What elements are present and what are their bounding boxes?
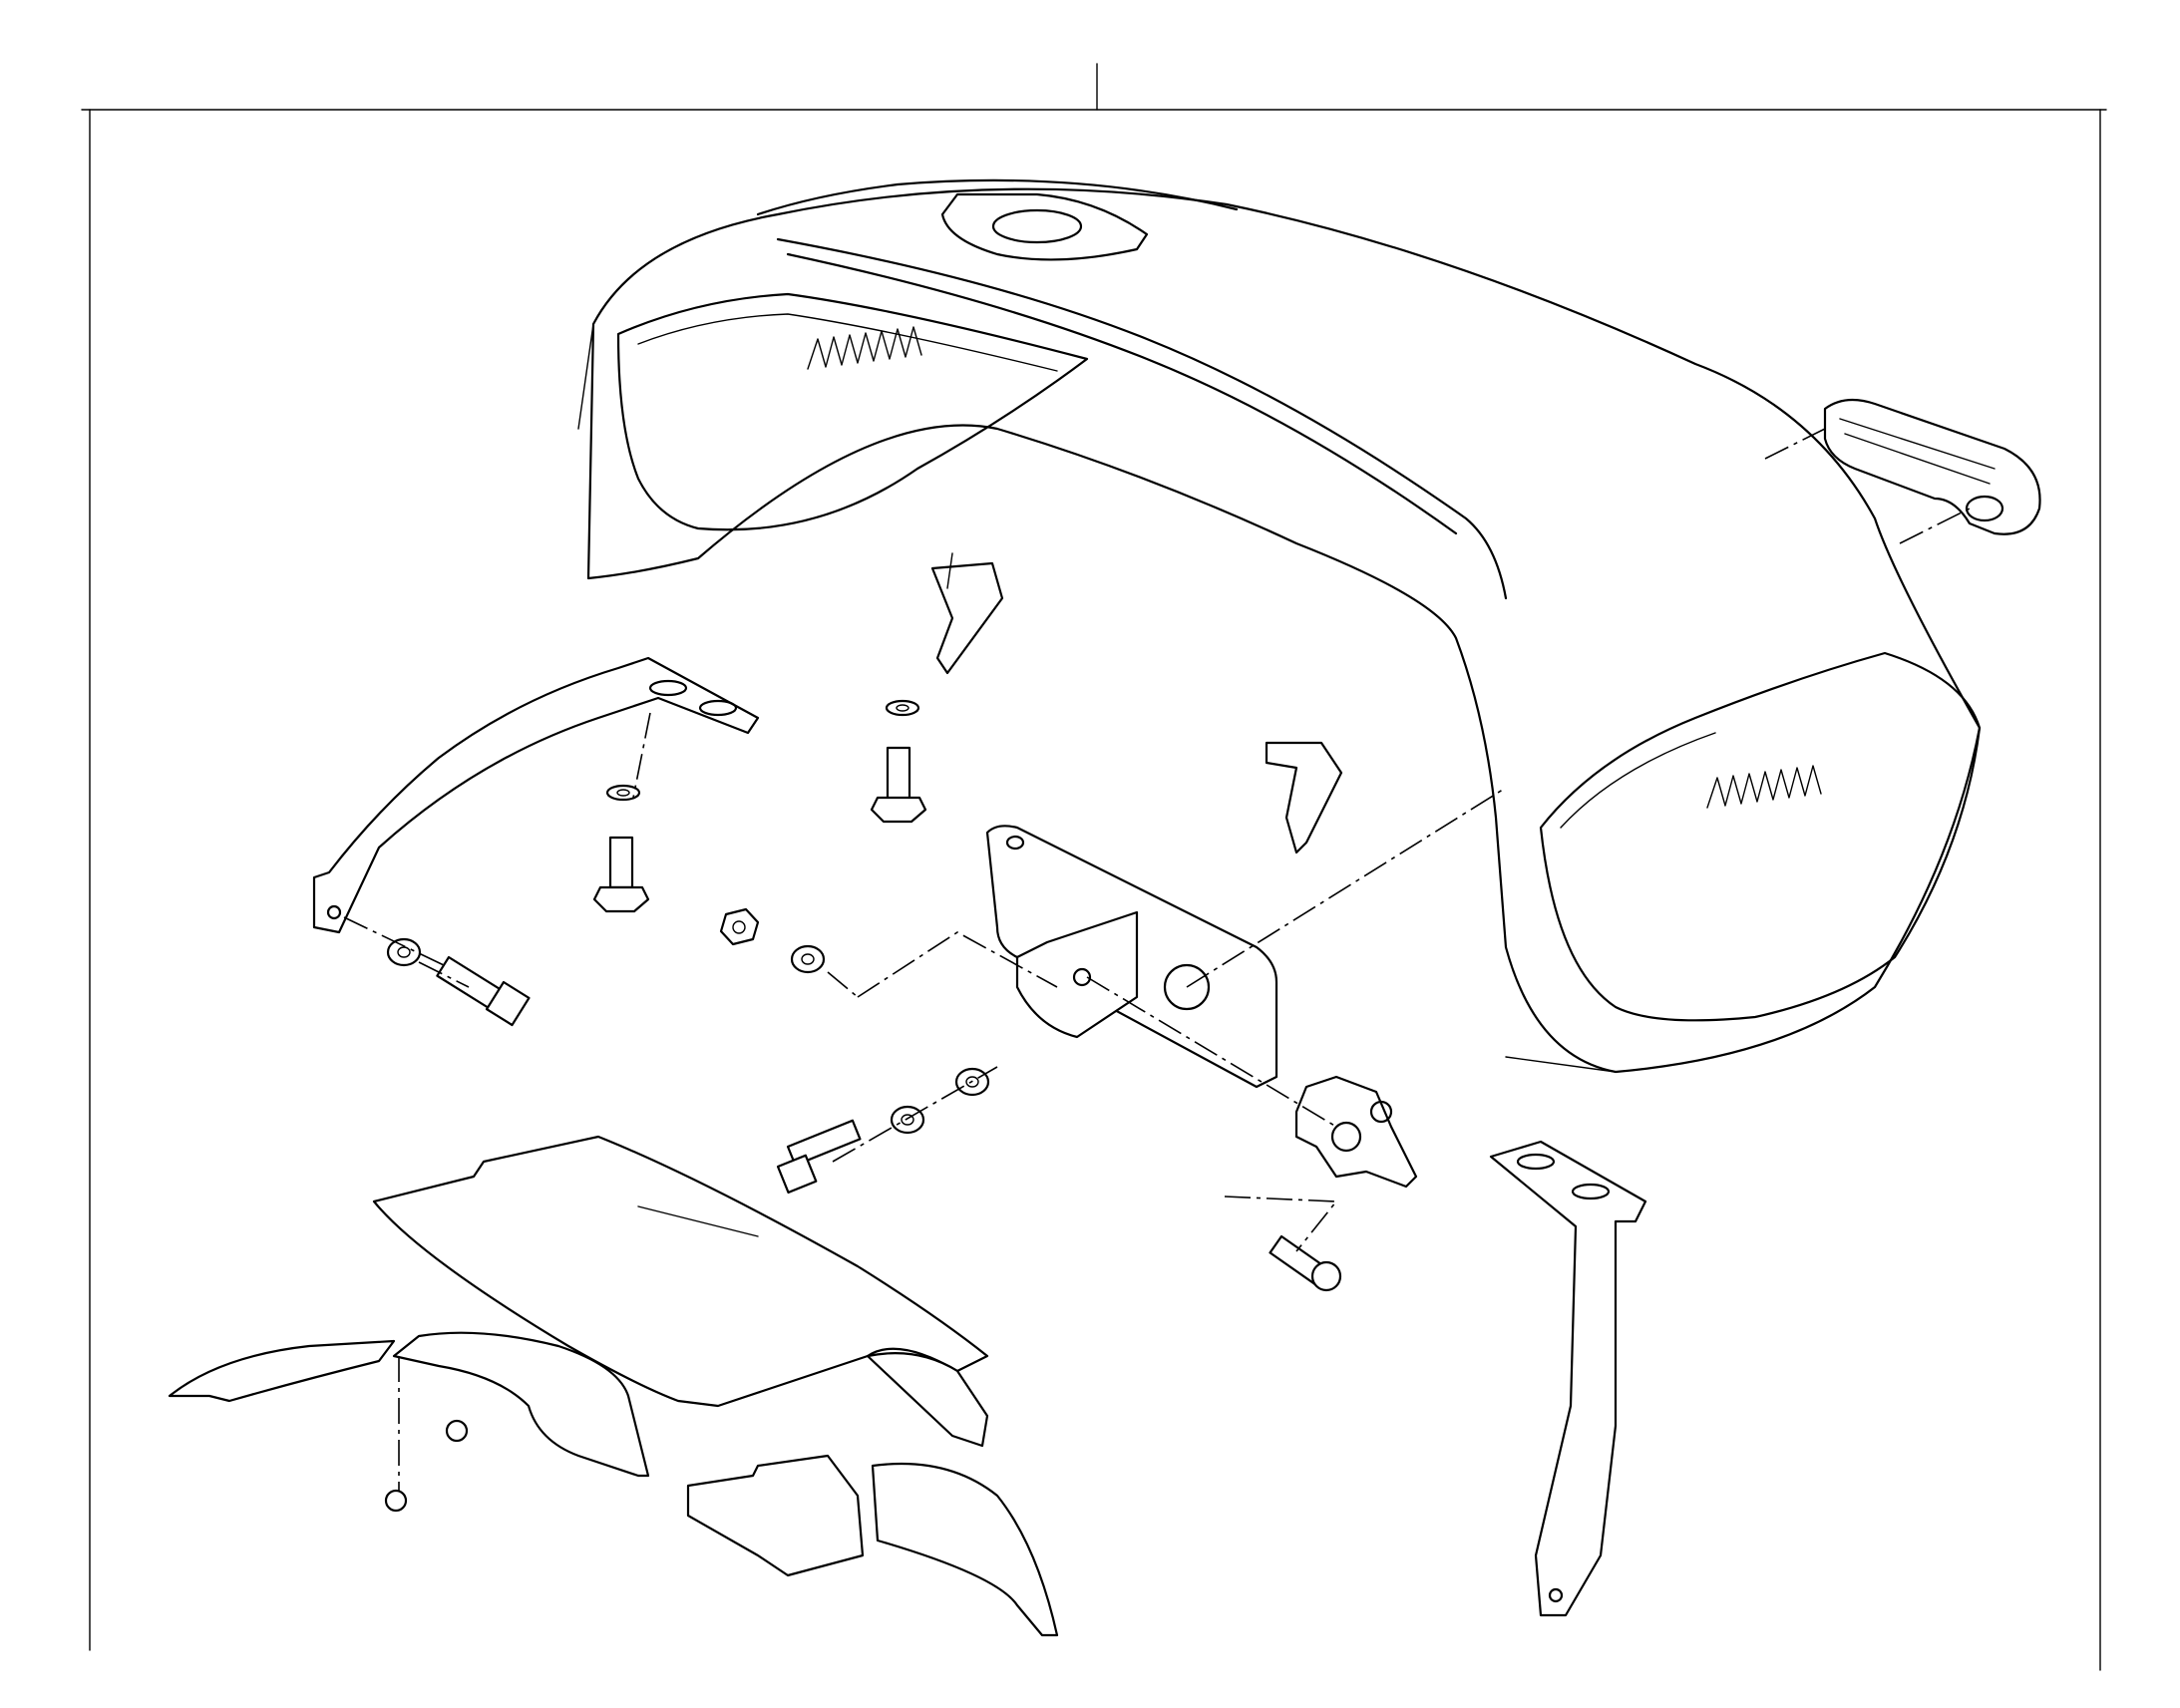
panel-icon [372,1135,989,1448]
latch-icon [1294,1075,1418,1189]
assembly-center-lines [398,712,1507,1491]
left-bracket-icon [312,656,760,978]
right-bracket-icon [1489,1140,1647,1617]
callout-frame [81,63,2107,1671]
plate-icon [985,825,1278,1089]
bolt-left [436,955,531,1027]
bolt-lower [776,1119,862,1195]
hood-cover-icon [577,178,1982,1074]
fairing-icon [168,1331,1059,1637]
washer-icon [386,699,990,1135]
nut-icon [719,907,760,946]
bolt-icon [384,746,1342,1513]
small-bracket-middle-icon [1265,741,1343,854]
small-bracket-top-icon [930,552,1004,675]
handle-icon [1764,398,2041,544]
bolt-upper [870,746,927,824]
bolt-latch [1269,1234,1342,1292]
screws-small [384,1419,469,1513]
bolt-upper-left [592,836,650,913]
